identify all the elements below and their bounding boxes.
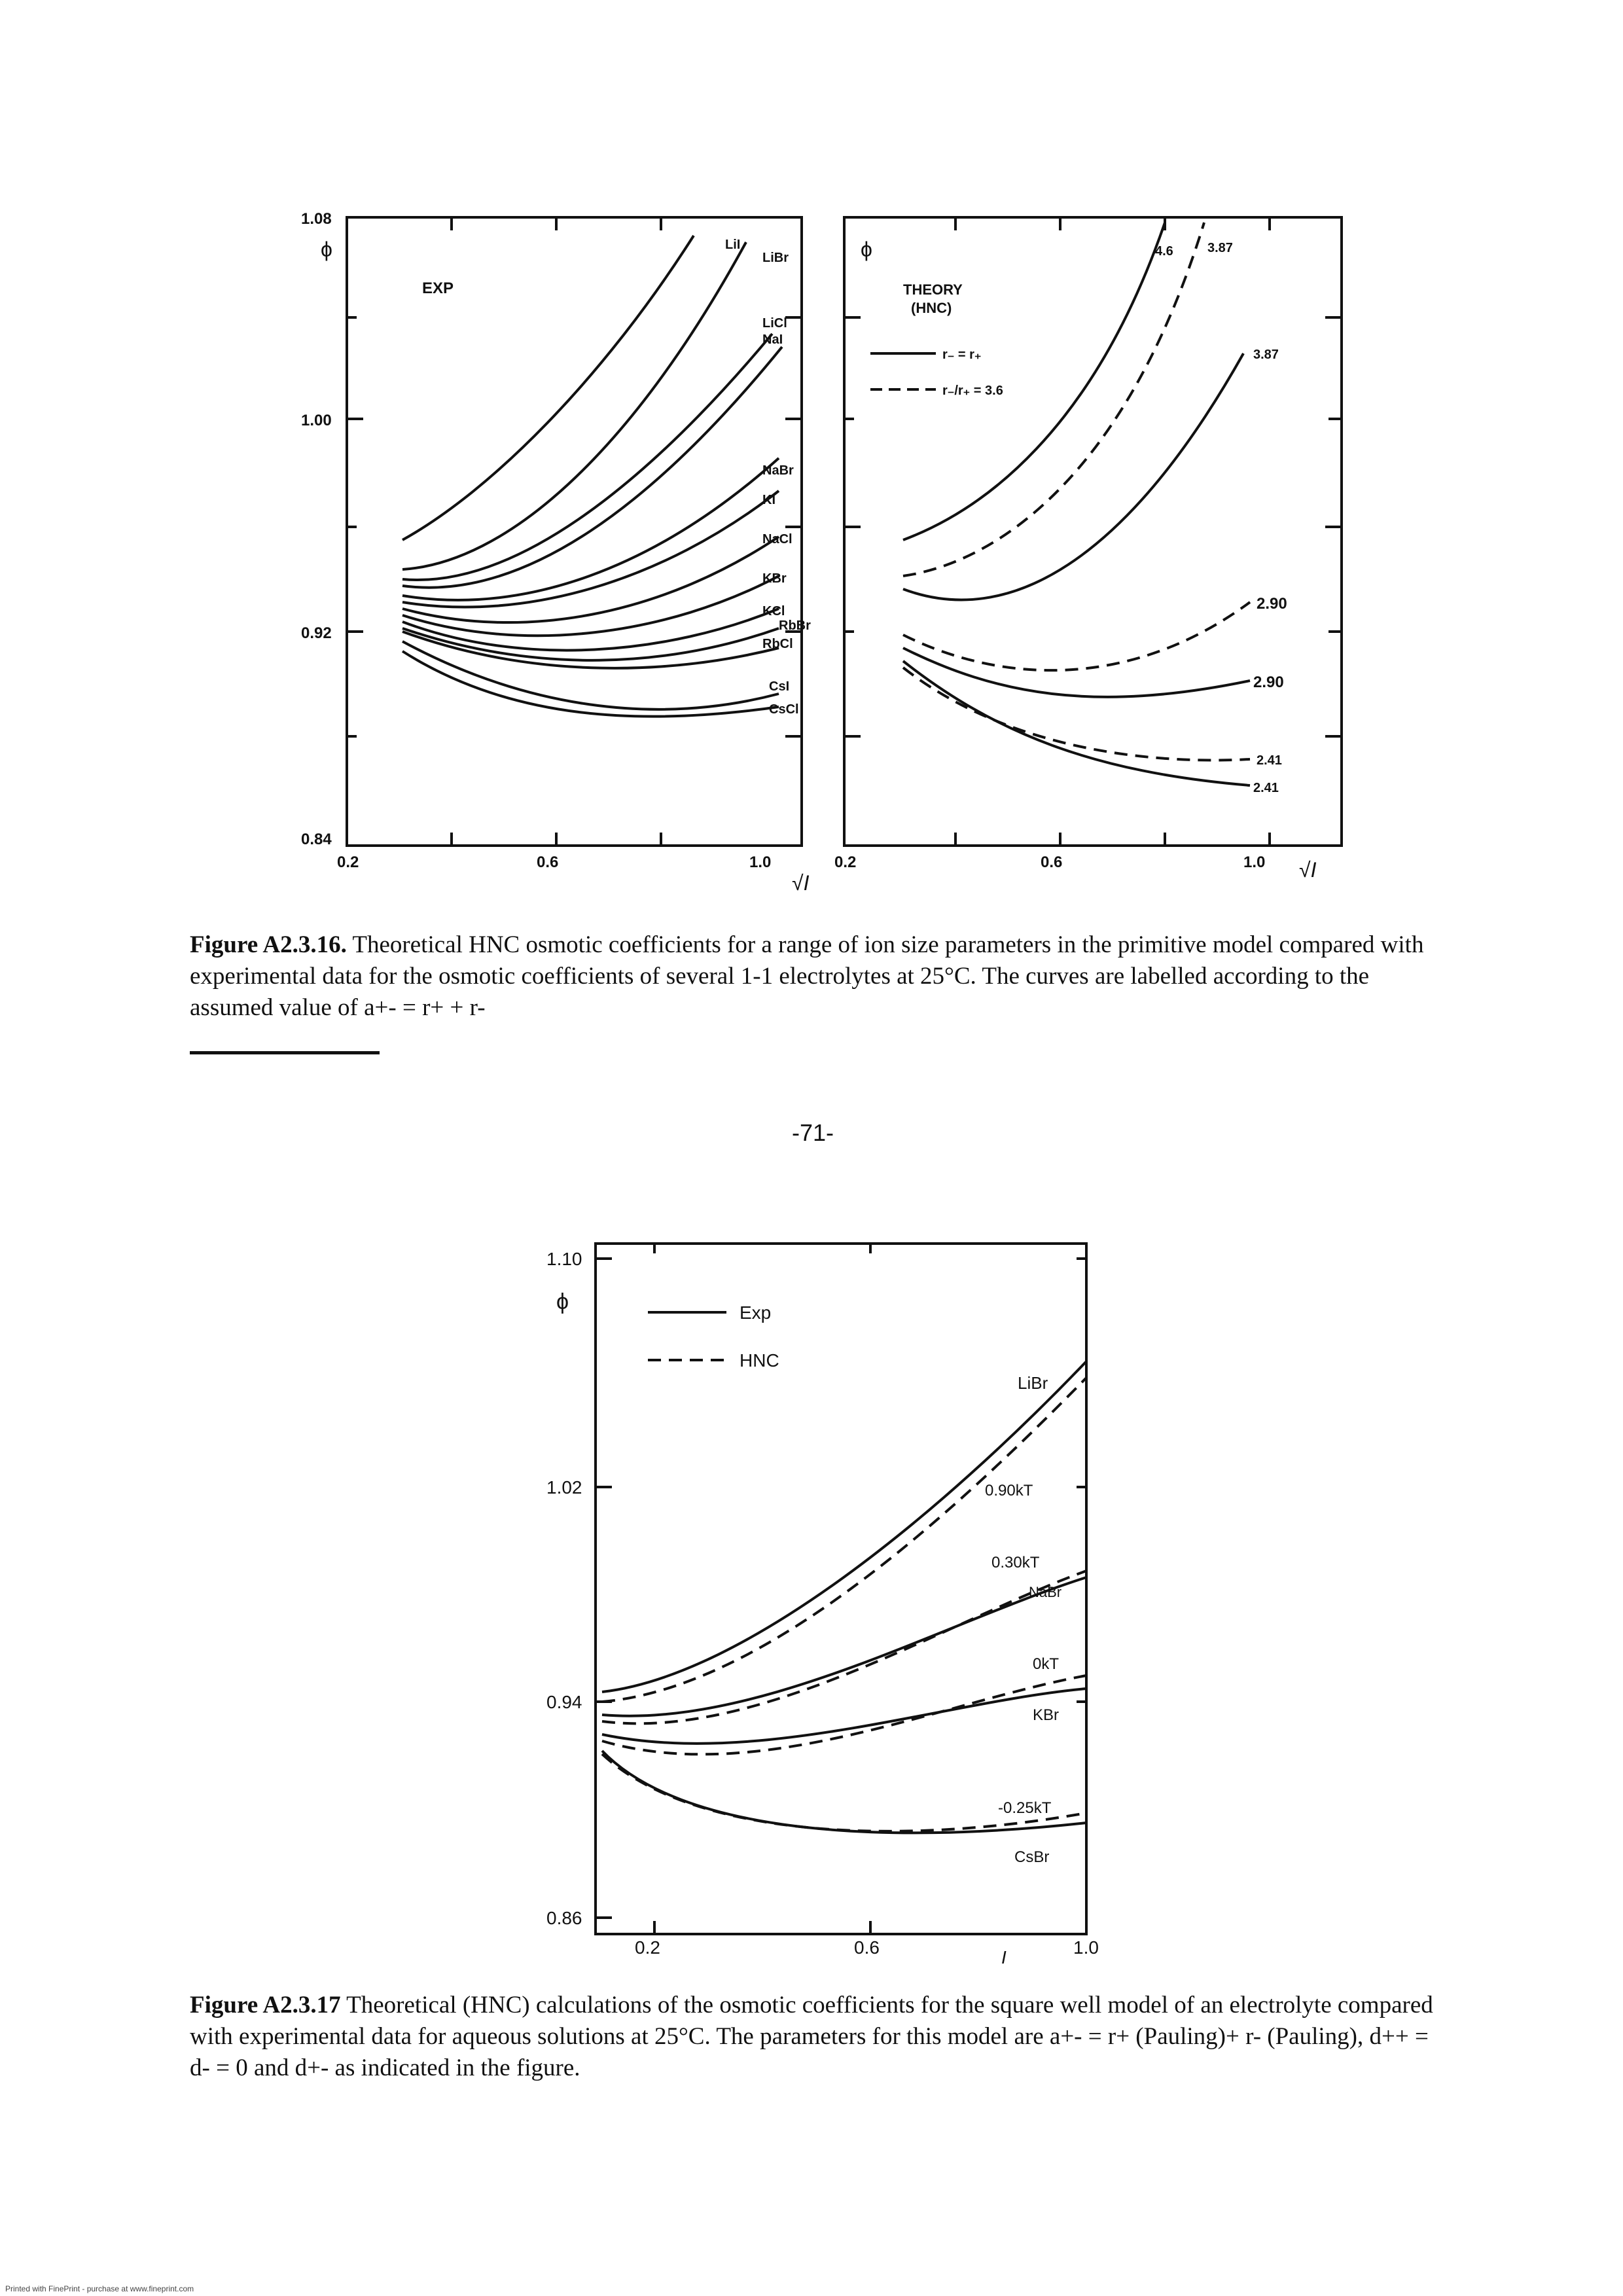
series-label-nacl: NaCl xyxy=(762,532,793,547)
y-tick-label: 1.10 xyxy=(546,1249,582,1269)
series-label-licl: LiCl xyxy=(762,316,787,331)
series-label-rbcl: RbCl xyxy=(762,637,793,651)
x-tick-label: 0.2 xyxy=(834,853,856,871)
footer-note: Printed with FinePrint - purchase at www… xyxy=(5,2284,194,2293)
x-tick-label: 1.0 xyxy=(749,853,771,871)
theory-dashed-curves xyxy=(902,222,1251,762)
x-tick-label: 0.6 xyxy=(1041,853,1062,871)
figure-a2-3-16-caption: Figure A2.3.16. Theoretical HNC osmotic … xyxy=(190,929,1433,1024)
x-tick-label: 0.6 xyxy=(537,853,558,871)
y-tick-label: 0.84 xyxy=(301,831,332,848)
phi-symbol: ϕ xyxy=(861,238,872,261)
series-label-nai: NaI xyxy=(762,332,783,347)
legend-title: THEORY xyxy=(903,281,963,298)
curve-label: 2.41 xyxy=(1253,781,1279,795)
series-label-nabr: NaBr xyxy=(762,463,794,478)
curve-label-csbr: CsBr xyxy=(1014,1848,1049,1866)
legend-dashed-label: HNC xyxy=(740,1350,779,1371)
y-tick-label: 0.86 xyxy=(546,1908,582,1928)
curve-label: 2.90 xyxy=(1257,595,1287,613)
curve-label-nabr: NaBr xyxy=(1029,1584,1061,1600)
y-tick-label: 1.02 xyxy=(546,1477,582,1498)
x-tick-label: 0.2 xyxy=(635,1937,660,1958)
curve-label: 3.87 xyxy=(1253,348,1279,362)
y-tick-label: 0.94 xyxy=(546,1692,582,1712)
series-label-lii: LiI xyxy=(725,238,740,252)
exp-label: EXP xyxy=(422,279,454,297)
curve-label: 4.6 xyxy=(1155,244,1173,259)
y-tick-label: 1.00 xyxy=(301,412,332,429)
curve-label-libr: LiBr xyxy=(1018,1373,1048,1393)
curve-label-0-90kt: 0.90kT xyxy=(985,1482,1033,1499)
plot-frame xyxy=(594,1242,1088,1935)
exp-curves xyxy=(401,234,783,718)
right-panel-frame xyxy=(843,216,1343,847)
figure-a2-3-16: 1.08 1.00 0.92 0.84 ϕ 0.2 0.6 1.0 √I EXP… xyxy=(301,210,1343,895)
legend-solid-label: Exp xyxy=(740,1302,771,1323)
series-label-csi: CsI xyxy=(769,679,789,694)
x-axis-label: I xyxy=(1001,1947,1007,1967)
figure-a2-3-17: 1.10 1.02 0.94 0.86 ϕ 0.2 0.6 1.0 I Exp … xyxy=(546,1242,1099,1967)
caption-label: Figure A2.3.17 xyxy=(190,1992,341,2018)
phi-symbol: ϕ xyxy=(556,1289,569,1314)
x-tick-label: 0.2 xyxy=(337,853,359,871)
caption-text: Theoretical (HNC) calculations of the os… xyxy=(190,1992,1433,2050)
curve-label-0-30kt: 0.30kT xyxy=(991,1554,1040,1571)
page-number: -71- xyxy=(792,1119,834,1146)
x-axis-label: √I xyxy=(1299,858,1317,882)
series-label-rbbr: RbBr xyxy=(779,619,811,633)
caption-text: Theoretical HNC osmotic coefficients for… xyxy=(190,931,1424,1021)
x-tick-label: 0.6 xyxy=(854,1937,880,1958)
curve-label: 3.87 xyxy=(1207,241,1233,255)
curve-label-0kt: 0kT xyxy=(1033,1655,1059,1673)
x-tick-label: 1.0 xyxy=(1243,853,1265,871)
x-axis-label: √I xyxy=(792,871,810,895)
series-label-ki: KI xyxy=(762,493,776,507)
left-panel-frame xyxy=(346,216,803,847)
x-tick-label: 1.0 xyxy=(1073,1937,1099,1958)
theory-curves xyxy=(902,222,1251,787)
curve-label-neg-0-25kt: -0.25kT xyxy=(998,1799,1052,1817)
phi-symbol: ϕ xyxy=(321,238,332,261)
figure-a2-3-17-caption: Figure A2.3.17 Theoretical (HNC) calcula… xyxy=(190,1990,1433,2084)
caption-label: Figure A2.3.16. xyxy=(190,931,347,958)
series-label-kcl: KCl xyxy=(762,604,785,619)
legend-solid-label: r₋ = r₊ xyxy=(942,348,981,362)
y-tick-label: 0.92 xyxy=(301,624,332,642)
curve-label-kbr: KBr xyxy=(1033,1706,1059,1724)
series-label-libr: LiBr xyxy=(762,251,789,265)
caption-rule xyxy=(190,1051,380,1054)
exp-curves xyxy=(601,1360,1088,1835)
y-tick-label: 1.08 xyxy=(301,210,332,228)
hnc-curves xyxy=(601,1376,1088,1833)
legend-subtitle: (HNC) xyxy=(911,300,952,316)
curve-label: 2.90 xyxy=(1253,673,1284,691)
caption-text-params: a+- = r+ (Pauling)+ r- (Pauling), d++ = … xyxy=(190,2023,1429,2081)
curve-label: 2.41 xyxy=(1257,753,1282,768)
series-label-kbr: KBr xyxy=(762,571,787,586)
legend-dashed-label: r₋/r₊ = 3.6 xyxy=(942,384,1003,398)
series-label-cscl: CsCl xyxy=(769,702,799,717)
